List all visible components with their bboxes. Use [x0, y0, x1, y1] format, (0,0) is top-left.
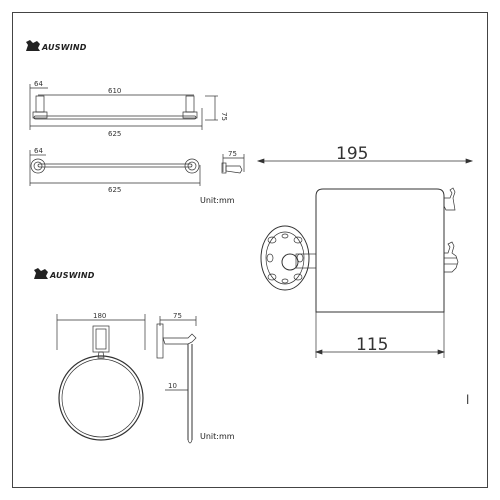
lion-logo-icon: [34, 268, 48, 279]
holder-arm: [295, 253, 317, 269]
paper-cover: [315, 188, 445, 313]
post-left: [35, 95, 45, 113]
finial-top: [443, 187, 456, 211]
towel-bar-front-view: [29, 150, 201, 186]
lion-logo-icon: [26, 40, 40, 51]
dim-paper-inner: 115: [356, 335, 388, 355]
flange-right: [184, 158, 200, 174]
dim-flange-front: 64: [34, 147, 43, 155]
dim-inner-length: 610: [108, 87, 121, 95]
brand-logo-bottom: AUSWIND: [32, 266, 95, 280]
unit-label-bottom: Unit:mm: [200, 432, 235, 441]
towel-bar-top-view: [29, 84, 218, 130]
image-frame: [12, 12, 488, 488]
dim-ring-width: 180: [93, 312, 106, 320]
dim-ring-rod: 10: [168, 382, 177, 390]
finial-side: [443, 241, 459, 273]
ring-outer: [58, 355, 144, 441]
brand-name-top: AUSWIND: [42, 43, 87, 52]
dim-ring-depth: 75: [173, 312, 182, 320]
post-right: [185, 95, 195, 113]
dim-paper-overall: 195: [336, 144, 368, 164]
flange-left: [30, 158, 46, 174]
dim-side-depth: 75: [228, 150, 237, 158]
towel-ring-front-view: [56, 314, 146, 441]
dim-overall-top: 625: [108, 130, 121, 138]
brand-name-bottom: AUSWIND: [50, 271, 95, 280]
towel-ring-side-view: [156, 316, 197, 444]
towel-bar-side-view: [221, 154, 245, 174]
paper-holder-view: [256, 158, 474, 358]
unit-label-top: Unit:mm: [200, 196, 235, 205]
brand-logo-top: AUSWIND: [24, 38, 87, 52]
stray-mark: l: [466, 393, 469, 407]
side-backplate: [156, 323, 164, 359]
ring-mount: [92, 325, 110, 353]
bar-rod: [33, 115, 197, 120]
dim-overall-front: 625: [108, 186, 121, 194]
dim-depth-top: 75: [220, 112, 228, 121]
dim-flange-top: 64: [34, 80, 43, 88]
front-bar-rod: [37, 163, 193, 168]
wall-rosette: [260, 225, 310, 291]
